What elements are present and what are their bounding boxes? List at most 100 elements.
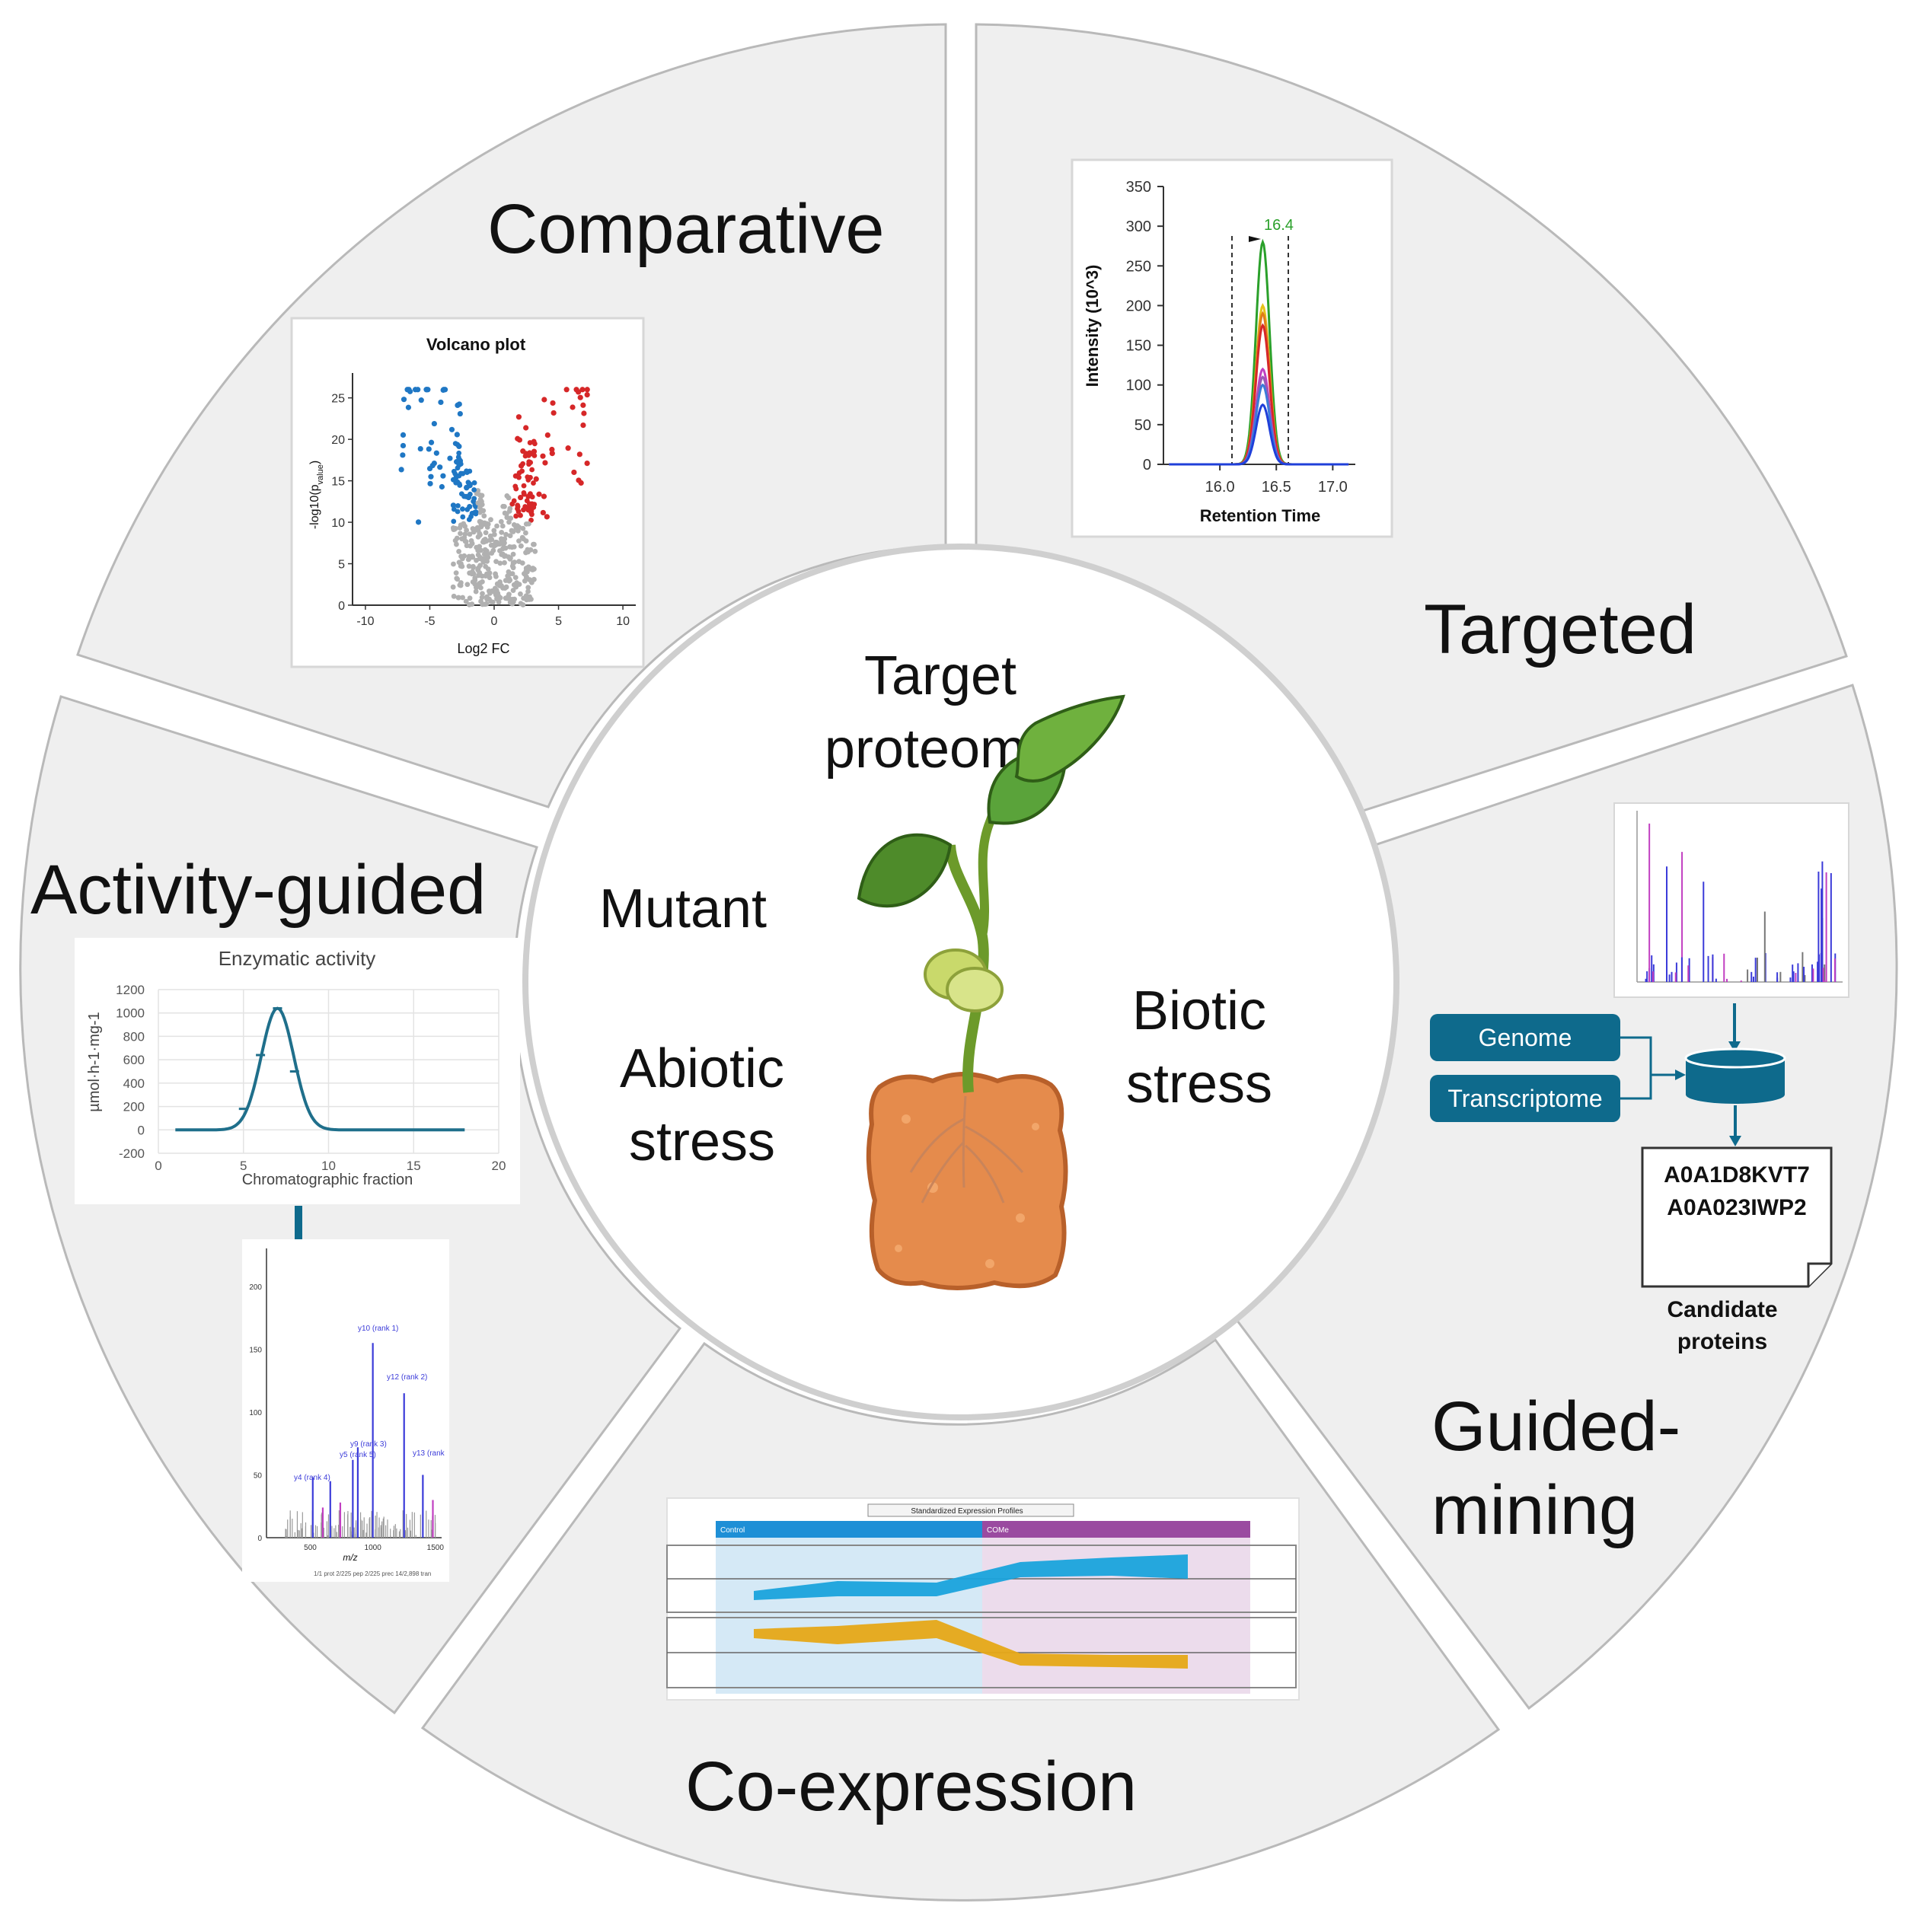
- volcano-point: [487, 533, 493, 539]
- volcano-point: [520, 525, 526, 531]
- volcano-point: [502, 510, 508, 516]
- volcano-point: [487, 570, 493, 576]
- msms-y-tick-label: 150: [249, 1347, 262, 1355]
- guided-mining-panel: Genome Transcriptome A0A1D8KVT7 A0A023IW…: [1430, 802, 1849, 1354]
- volcano-point: [570, 404, 576, 410]
- volcano-point: [460, 514, 466, 520]
- volcano-point: [518, 512, 523, 518]
- database-icon: [1684, 1047, 1786, 1104]
- volcano-point: [488, 517, 493, 523]
- volcano-point: [477, 569, 483, 575]
- volcano-point: [438, 399, 444, 406]
- enzyme-y-tick-label: 0: [138, 1123, 145, 1137]
- volcano-point: [506, 591, 512, 598]
- volcano-point: [485, 554, 491, 560]
- volcano-point: [469, 601, 475, 607]
- volcano-point: [499, 582, 504, 588]
- volcano-y-tick-label: 5: [338, 559, 345, 572]
- srm-x-tick-label: 16.0: [1205, 479, 1235, 496]
- volcano-point: [428, 439, 435, 445]
- volcano-point: [473, 588, 479, 595]
- volcano-point: [423, 387, 429, 393]
- srm-ylabel: Intensity (10^3): [1083, 265, 1102, 387]
- volcano-point: [530, 566, 536, 571]
- coexpr-profile-bottom: [754, 1620, 1188, 1669]
- volcano-point: [451, 593, 457, 599]
- volcano-points: [398, 387, 590, 607]
- center-target: Target: [864, 646, 1016, 706]
- volcano-point: [516, 538, 522, 544]
- enzyme-markers: [238, 1007, 299, 1111]
- volcano-point: [453, 570, 459, 576]
- volcano-point: [474, 585, 479, 591]
- volcano-point: [518, 601, 524, 607]
- volcano-point: [454, 432, 460, 438]
- volcano-point: [480, 559, 487, 565]
- volcano-point: [467, 595, 473, 601]
- volcano-point: [577, 394, 583, 400]
- transcriptome-box: [1430, 1075, 1620, 1122]
- volcano-point: [458, 531, 463, 537]
- volcano-ylabel-main: -log10(p: [308, 484, 321, 529]
- volcano-point: [584, 392, 590, 398]
- volcano-point: [525, 547, 531, 553]
- volcano-point: [474, 490, 480, 496]
- volcano-point: [507, 505, 513, 512]
- volcano-x-tick-label: 5: [555, 615, 562, 628]
- volcano-point: [479, 493, 485, 499]
- volcano-title: Volcano plot: [426, 335, 526, 354]
- volcano-point: [467, 570, 473, 576]
- volcano-point: [455, 502, 461, 509]
- volcano-point: [478, 519, 484, 525]
- volcano-point: [460, 506, 465, 512]
- volcano-y-tick-label: 10: [331, 517, 345, 530]
- center-biotic-stress: stress: [1126, 1054, 1272, 1114]
- volcano-point: [541, 397, 547, 403]
- volcano-point: [458, 553, 464, 560]
- volcano-point: [426, 446, 432, 452]
- seedling-illustration: [857, 694, 1125, 1290]
- mass-spectrum-peaks: [1645, 823, 1837, 982]
- enzyme-activity-curve: [175, 1006, 465, 1132]
- volcano-point: [491, 528, 497, 534]
- volcano-point: [531, 480, 536, 486]
- volcano-point: [527, 492, 533, 499]
- volcano-point: [573, 387, 579, 393]
- volcano-point: [493, 539, 499, 545]
- volcano-point: [518, 463, 525, 469]
- transcriptome-label: Transcriptome: [1447, 1085, 1602, 1112]
- volcano-point: [499, 523, 506, 529]
- enzyme-y-tick-label: 800: [123, 1029, 145, 1044]
- flow-arrowhead-db-candidates: [1729, 1136, 1741, 1146]
- cotyledon-2: [946, 967, 1004, 1012]
- volcano-point: [515, 509, 522, 515]
- enzyme-y-tick-label: 1000: [116, 1006, 145, 1021]
- srm-y-tick-label: 200: [1126, 298, 1151, 314]
- coexpr-dropdown-label: Standardized Expression Profiles: [911, 1507, 1023, 1516]
- volcano-point: [513, 513, 519, 519]
- volcano-point: [459, 536, 464, 542]
- coexpr-dropdown[interactable]: [867, 1503, 1074, 1517]
- volcano-point: [498, 518, 504, 524]
- enzymatic-activity-panel: Enzymatic activity -20002004006008001000…: [75, 938, 520, 1204]
- volcano-y-tick-label: 0: [338, 600, 345, 613]
- volcano-point: [488, 542, 494, 548]
- volcano-point: [457, 582, 463, 588]
- enzyme-x-tick-label: 15: [407, 1159, 421, 1173]
- volcano-point: [477, 505, 483, 511]
- enzyme-x-tick-label: 0: [155, 1159, 161, 1173]
- volcano-point: [456, 595, 461, 601]
- volcano-point: [440, 473, 446, 479]
- volcano-point: [479, 573, 485, 579]
- center-biotic: Biotic: [1132, 980, 1266, 1041]
- volcano-point: [530, 504, 537, 510]
- volcano-point: [463, 493, 470, 499]
- srm-y-tick-label: 300: [1126, 218, 1151, 235]
- volcano-point: [480, 539, 486, 545]
- volcano-point: [518, 591, 523, 597]
- volcano-point: [467, 531, 473, 537]
- volcano-point: [521, 490, 527, 496]
- volcano-point: [448, 426, 455, 432]
- volcano-point: [471, 480, 477, 486]
